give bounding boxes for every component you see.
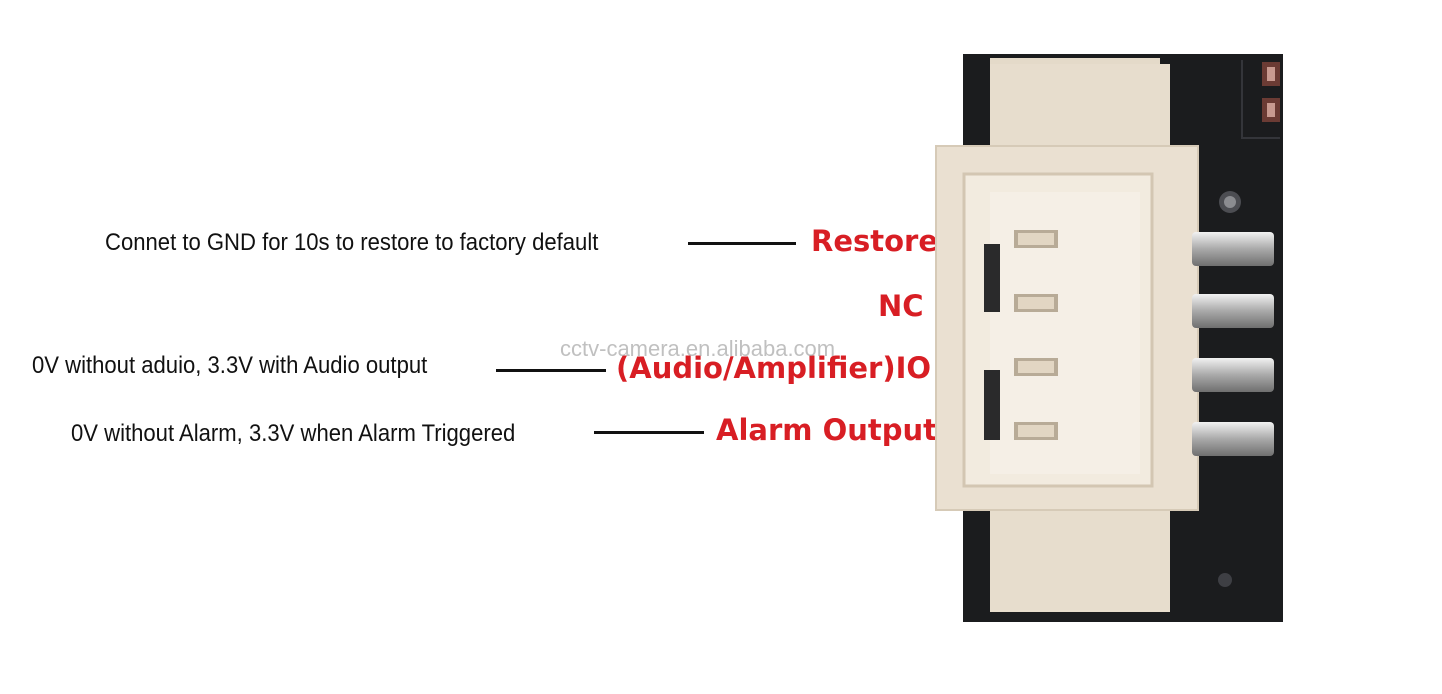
connector-pins	[1192, 232, 1274, 456]
pin-label-audio-io: (Audio/Amplifier)IO	[616, 351, 932, 385]
restore-leader-line	[688, 242, 796, 245]
audio-io-description: 0V without aduio, 3.3V with Audio output	[32, 352, 428, 379]
pin-label-restore: Restore	[811, 224, 939, 258]
audio-io-leader-line	[496, 369, 606, 372]
alarm-description: 0V without Alarm, 3.3V when Alarm Trigge…	[71, 420, 516, 447]
restore-description: Connet to GND for 10s to restore to fact…	[105, 229, 599, 256]
smd-pads	[1241, 60, 1280, 139]
connector-photo	[935, 54, 1283, 622]
alarm-leader-line	[594, 431, 704, 434]
pin-label-alarm-output: Alarm Output	[716, 413, 937, 447]
pin-label-nc: NC	[878, 289, 924, 323]
via	[1218, 573, 1232, 587]
watermark: cctv-camera.en.alibaba.com	[560, 336, 836, 361]
connector-housing	[935, 64, 1199, 612]
